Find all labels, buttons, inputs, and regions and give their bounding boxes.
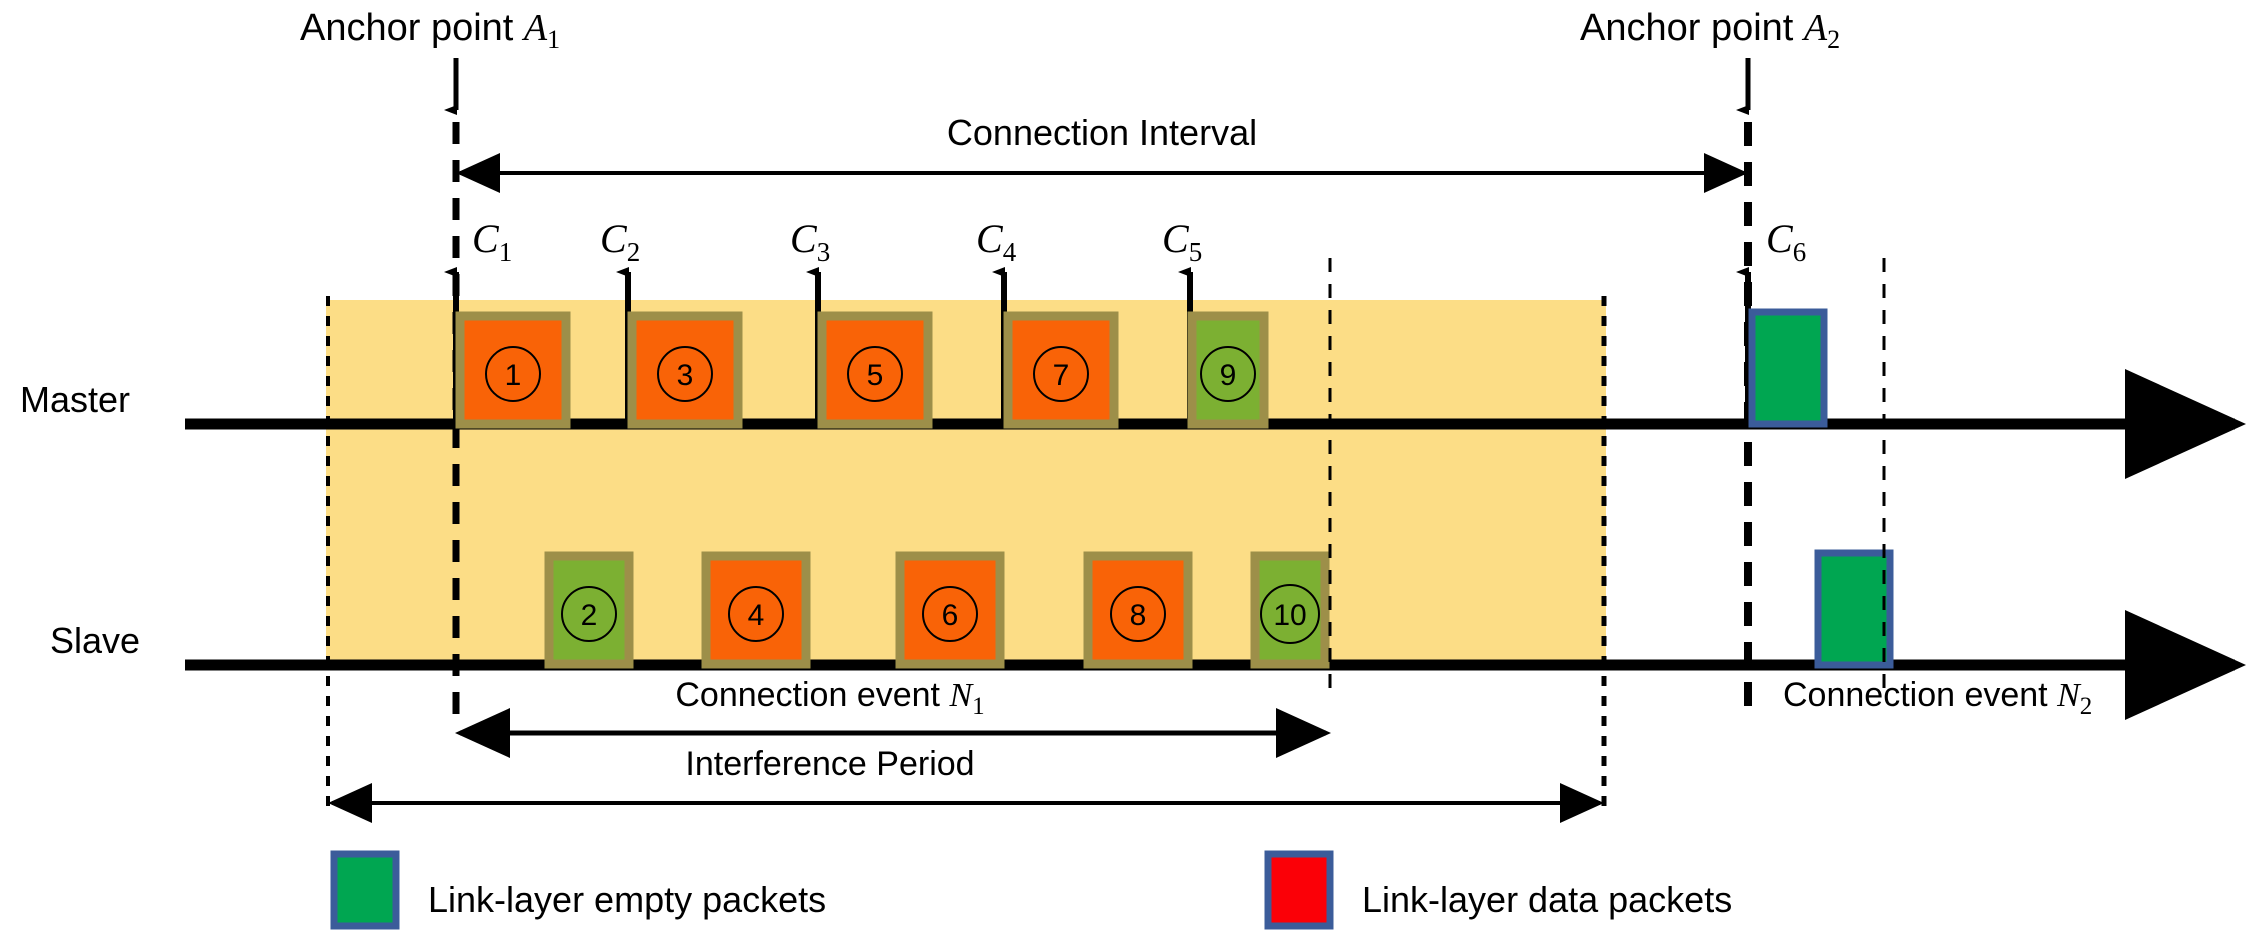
master-packet-3-circle <box>657 346 713 402</box>
master-packet-1-number: 1 <box>505 359 522 392</box>
anchor-point-2-label: Anchor point A2 <box>1580 7 1840 54</box>
slave-packet-4-number: 4 <box>748 599 765 632</box>
slave-clean-packet[interactable] <box>1814 549 1894 669</box>
connection-event-1-label: Connection event N1 <box>675 676 984 720</box>
slave-packet-4-circle <box>728 586 784 642</box>
channel-marker-label-c2: C2 <box>600 216 640 267</box>
master-packet-7[interactable]: 7 <box>1003 311 1119 429</box>
anchor-point-1-label: Anchor point A1 <box>300 7 560 54</box>
master-packet-3-box <box>627 311 743 429</box>
slave-packet-10-box <box>1250 551 1330 669</box>
master-clean-packet[interactable] <box>1748 308 1828 428</box>
master-packet-3[interactable]: 3 <box>627 311 743 429</box>
connection-interval-label: Connection Interval <box>947 112 1257 153</box>
legend: Link-layer empty packets Link-layer data… <box>330 850 1732 930</box>
row-label-slave: Slave <box>50 620 140 661</box>
slave-packet-2-circle <box>561 586 617 642</box>
master-packet-9-box <box>1187 311 1269 429</box>
master-packet-1[interactable]: 1 <box>455 311 571 429</box>
master-packet-9-circle <box>1200 346 1256 402</box>
legend-item-empty-packets: Link-layer empty packets <box>330 850 826 930</box>
channel-marker-label-c5: C5 <box>1162 216 1202 267</box>
master-packet-5[interactable]: 5 <box>817 311 933 429</box>
slave-packet-4[interactable]: 4 <box>701 551 811 669</box>
master-packet-1-box <box>455 311 571 429</box>
slave-packet-8-number: 8 <box>1130 599 1147 632</box>
master-packet-7-box <box>1003 311 1119 429</box>
channel-marker-label-c4: C4 <box>976 216 1017 267</box>
channel-marker-label-c1: C1 <box>472 216 512 267</box>
master-clean-packet-box <box>1748 308 1828 428</box>
legend-swatch-data-packets <box>1264 850 1334 930</box>
slave-packet-10-number: 10 <box>1273 599 1306 632</box>
legend-label-empty-packets: Link-layer empty packets <box>428 879 826 920</box>
slave-packet-8-box <box>1083 551 1193 669</box>
connection-event-2-label: Connection event N2 <box>1783 676 2092 720</box>
legend-label-data-packets: Link-layer data packets <box>1362 879 1732 920</box>
channel-marker-label-c6: C6 <box>1766 216 1806 267</box>
slave-packet-6-box <box>895 551 1005 669</box>
master-packet-5-number: 5 <box>867 359 884 392</box>
channel-marker-label-c3: C3 <box>790 216 830 267</box>
slave-clean-packet-box <box>1814 549 1894 669</box>
master-packet-1-circle <box>485 346 541 402</box>
master-packet-9[interactable]: 9 <box>1187 311 1269 429</box>
slave-packet-8[interactable]: 8 <box>1083 551 1193 669</box>
slave-packet-2[interactable]: 2 <box>544 551 634 669</box>
legend-swatch-empty-packets <box>330 850 400 930</box>
slave-packet-2-number: 2 <box>581 599 598 632</box>
master-packet-5-box <box>817 311 933 429</box>
slave-packet-6-number: 6 <box>942 599 959 632</box>
slave-packet-10[interactable]: 10 <box>1250 551 1330 669</box>
slave-packet-6-circle <box>922 586 978 642</box>
master-packet-9-number: 9 <box>1220 359 1237 392</box>
legend-item-data-packets: Link-layer data packets <box>1264 850 1732 930</box>
master-packet-3-number: 3 <box>677 359 694 392</box>
row-label-master: Master <box>20 379 130 420</box>
master-packet-5-circle <box>847 346 903 402</box>
slave-packet-4-box <box>701 551 811 669</box>
slave-packet-8-circle <box>1110 586 1166 642</box>
slave-packet-10-circle <box>1260 584 1320 644</box>
interference-period-label: Interference Period <box>685 745 974 783</box>
slave-packet-6[interactable]: 6 <box>895 551 1005 669</box>
master-packet-7-circle <box>1033 346 1089 402</box>
master-packet-7-number: 7 <box>1053 359 1070 392</box>
